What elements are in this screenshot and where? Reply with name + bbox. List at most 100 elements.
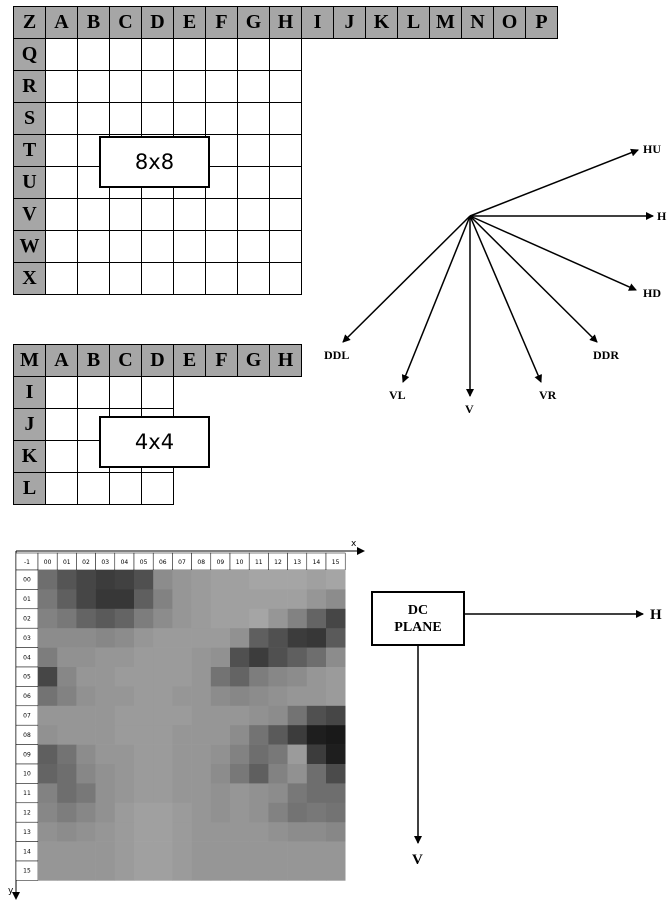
grid-corner-label: Z [13,6,46,39]
heatmap-cell [114,764,135,784]
label-hd: HD [643,286,661,300]
empty-cell [205,440,238,473]
empty-cell [205,472,238,505]
column-header: O [493,6,526,39]
heatmap-col-label: 06 [159,559,167,566]
heatmap-cell [287,647,308,668]
row-header: X [13,262,46,295]
heatmap-cell [153,705,173,726]
heatmap-cell [57,628,77,648]
label-vr: VR [539,388,557,402]
grid-corner-label: M [13,344,46,377]
heatmap-row-label: 06 [23,693,31,700]
empty-cell [493,230,526,263]
pixel-cell [109,262,142,295]
empty-cell [301,70,334,103]
heatmap-cell [326,589,346,610]
heatmap-cell [57,686,77,707]
heatmap-cell [153,628,173,648]
heatmap-cell [95,686,116,707]
heatmap-cell [287,841,308,862]
heatmap-cell [306,822,327,842]
heatmap-cell [287,783,308,804]
empty-cell [461,262,494,295]
heatmap-cell [210,628,231,648]
pixel-cell [45,70,78,103]
heatmap-cell [172,628,192,648]
heatmap-cell [172,647,192,668]
heatmap-row-label: 14 [23,848,31,855]
heatmap-cell [153,802,173,823]
heatmap-cell [172,783,192,804]
heatmap-cell [210,841,231,862]
heatmap-cell [153,841,173,862]
heatmap-row-label: 05 [23,674,31,681]
empty-cell [461,70,494,103]
heatmap-cell [172,725,192,745]
heatmap-cell [57,802,77,823]
heatmap-cell [38,764,58,784]
heatmap-cell [230,570,250,590]
heatmap-cell [134,608,154,629]
heatmap-col-label: 01 [63,559,71,566]
heatmap-cell [306,686,327,707]
heatmap-cell [306,705,327,726]
heatmap-cell [153,744,173,765]
heatmap-row-label: 07 [23,713,31,720]
heatmap-cell [268,589,288,610]
heatmap-cell [210,802,231,823]
heatmap-cell [230,628,250,648]
heatmap-cell [306,764,327,784]
heatmap-cell [114,628,135,648]
heatmap-cell [306,725,327,745]
heatmap-cell [95,802,116,823]
heatmap-cell [191,570,212,590]
empty-cell [365,198,398,231]
heatmap-cell [210,647,231,668]
heatmap-cell [76,764,96,784]
empty-cell [237,472,270,505]
heatmap-cell [191,841,212,862]
empty-cell [429,102,462,135]
heatmap-cell [210,589,231,610]
heatmap-cell [306,783,327,804]
heatmap-cell [191,822,212,842]
prediction-directions: HU H HD DDR VR V VL DDL [324,142,667,416]
heatmap-cell [38,822,58,842]
heatmap-row-label: 10 [23,771,31,778]
empty-cell [301,134,334,167]
column-header: P [525,6,558,39]
heatmap-cell [268,744,288,765]
empty-cell [493,166,526,199]
empty-cell [301,102,334,135]
column-header: G [237,344,270,377]
heatmap-cell [114,725,135,745]
pixel-cell [77,376,110,409]
heatmap-cell [114,802,135,823]
empty-cell [525,102,558,135]
heatmap-col-label: 08 [197,559,205,566]
heatmap-cell [268,802,288,823]
heatmap-cell [287,570,308,590]
heatmap-cell [114,783,135,804]
heatmap-cell [230,647,250,668]
heatmap-row-label: 04 [23,654,31,661]
heatmap-cell [57,667,77,687]
pixel-cell [237,230,270,263]
heatmap-cell [57,841,77,862]
heatmap-cell [153,822,173,842]
heatmap-cell [172,841,192,862]
label-h: H [657,209,667,223]
heatmap-cell [268,628,288,648]
heatmap-row-label: 13 [23,829,31,836]
pixel-cell [141,230,174,263]
heatmap-cell [134,686,154,707]
heatmap-cell [134,725,154,745]
heatmap-cell [153,667,173,687]
heatmap-corner-label: -1 [24,559,30,566]
heatmap-cell [57,861,77,881]
heatmap-cell [38,628,58,648]
heatmap-cell [172,686,192,707]
arrow-ddr [469,215,598,343]
empty-cell [397,70,430,103]
